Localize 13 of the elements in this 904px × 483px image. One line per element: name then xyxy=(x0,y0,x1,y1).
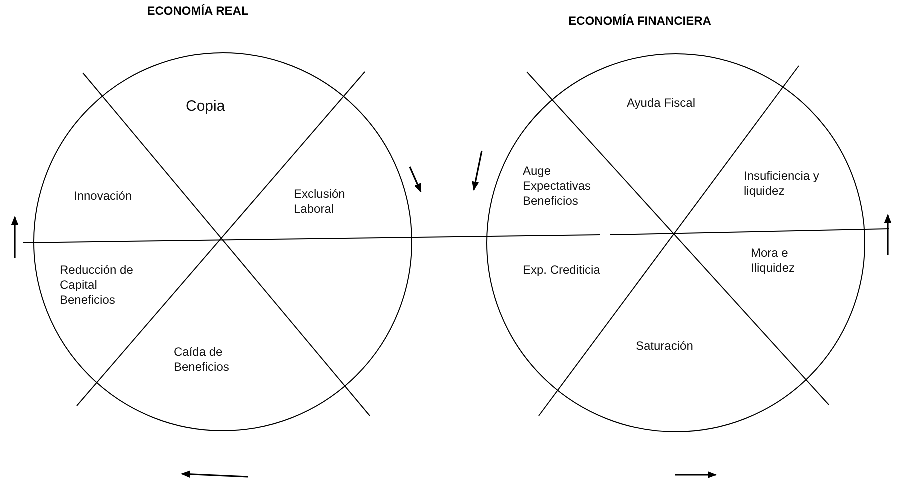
sector-label: Copia xyxy=(186,97,226,116)
sector-label: Reducción de Capital Beneficios xyxy=(60,263,134,308)
sector-label: Saturación xyxy=(636,339,694,354)
sector-label: Exclusión Laboral xyxy=(294,187,346,217)
sector-label: Caída de Beneficios xyxy=(174,345,230,375)
sector-label: Auge Expectativas Beneficios xyxy=(523,164,592,209)
diagram-heading: ECONOMÍA REAL xyxy=(147,4,249,18)
sector-label: Insuficiencia y liquidez xyxy=(744,169,820,199)
sector-label: Ayuda Fiscal xyxy=(627,96,696,111)
sector-label: Innovación xyxy=(74,189,132,204)
sector-label: Exp. Crediticia xyxy=(523,263,602,278)
sector-label: Mora e Iliquidez xyxy=(751,246,796,276)
diagram-heading: ECONOMÍA FINANCIERA xyxy=(568,14,712,28)
